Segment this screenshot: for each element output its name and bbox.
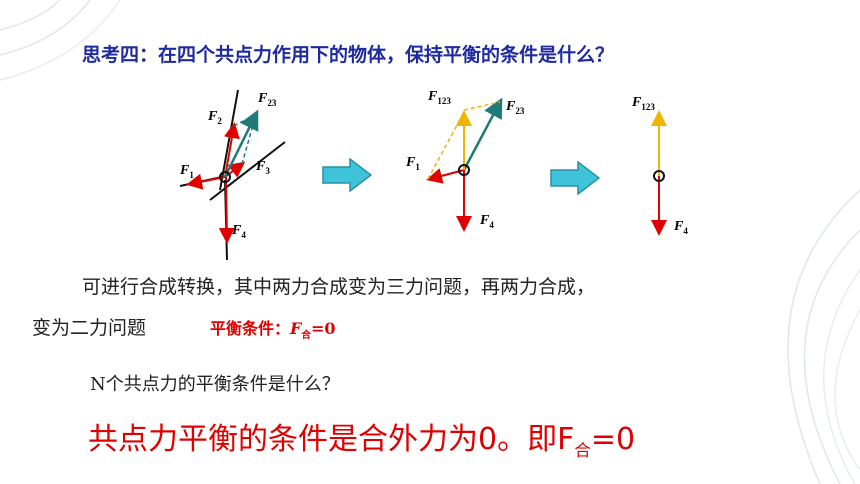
diagram-two-forces: F123 F4 <box>631 95 688 236</box>
paragraph-line-2: 变为二力问题 <box>32 317 147 339</box>
block-arrow-right-icon <box>550 161 600 195</box>
label-F123: F123 <box>631 95 655 112</box>
label-F3: F3 <box>255 159 270 176</box>
label-F123: F123 <box>427 89 451 106</box>
label-F2: F2 <box>207 109 222 126</box>
corner-decoration-top-left <box>0 0 121 81</box>
page-title: 思考四：在四个共点力作用下的物体，保持平衡的条件是什么？ <box>82 44 615 66</box>
conclusion-text: 共点力平衡的条件是合外力为0。即F合=0 <box>88 422 636 460</box>
question-text: N个共点力的平衡条件是什么？ <box>90 374 340 395</box>
paragraph-line-1: 可进行合成转换，其中两力合成变为三力问题，再两力合成， <box>82 276 596 298</box>
corner-decoration-bottom-right <box>787 189 860 484</box>
block-arrow-right-icon <box>322 158 372 192</box>
label-F23: F23 <box>505 99 525 116</box>
label-F23: F23 <box>257 91 277 108</box>
diagram-three-forces: F123 F23 F1 F4 <box>405 89 525 232</box>
label-F4: F4 <box>479 213 494 230</box>
label-F4: F4 <box>231 223 246 240</box>
diagram-four-forces: F23 F2 F1 F3 F4 <box>179 89 286 261</box>
label-F1: F1 <box>405 155 420 172</box>
label-F4: F4 <box>673 219 688 236</box>
label-F1: F1 <box>179 163 194 180</box>
equilibrium-condition: 平衡条件：F合=0 <box>210 319 336 342</box>
